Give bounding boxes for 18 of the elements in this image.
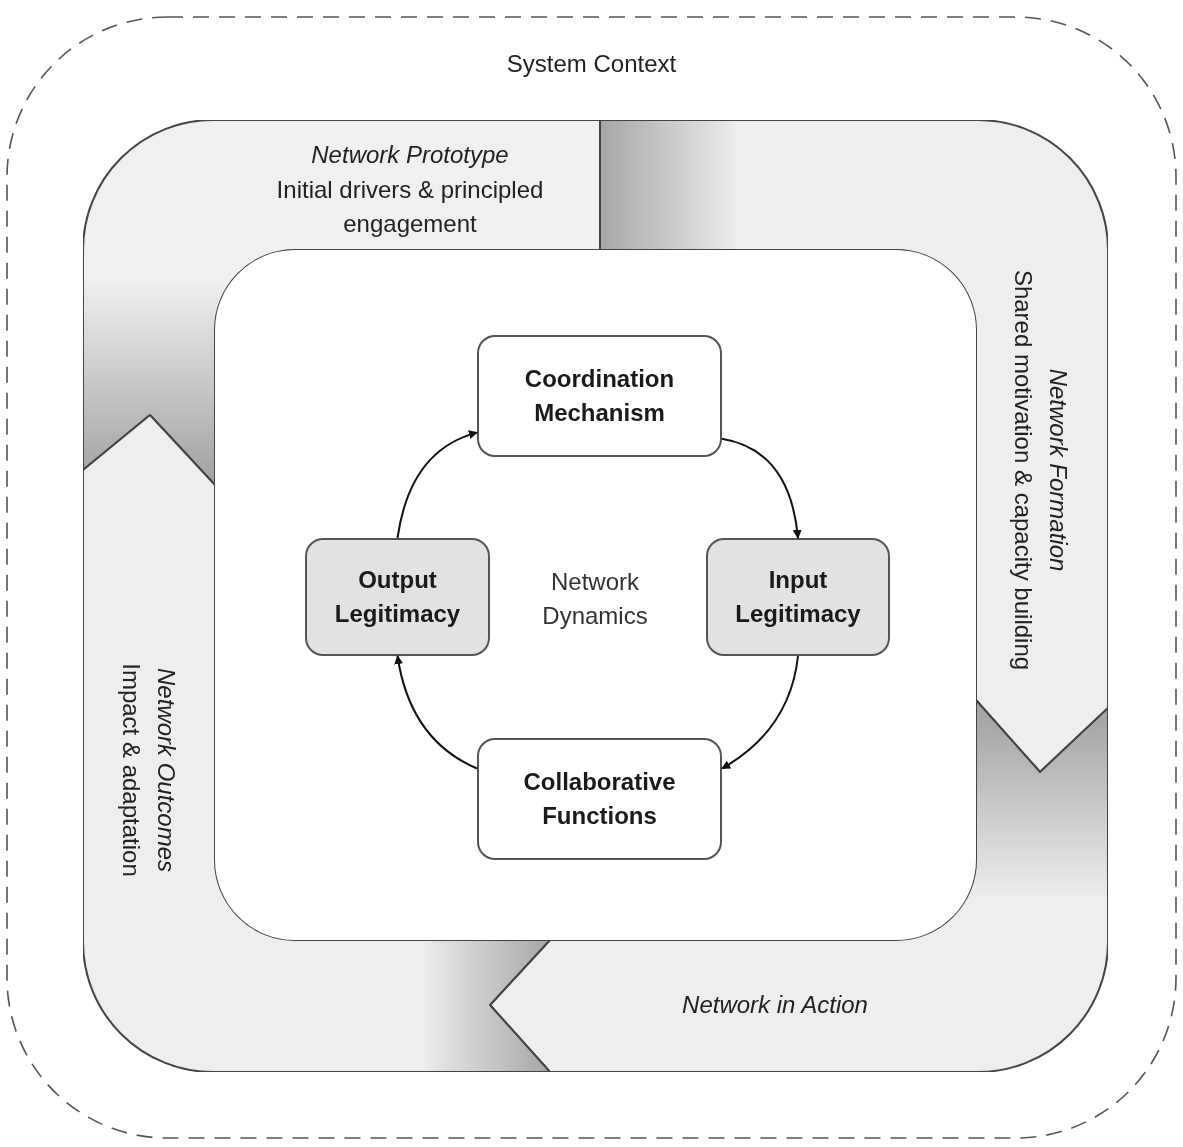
stage-description: Shared motivation & capacity building xyxy=(1009,269,1038,671)
process-box: Input Legitimacy xyxy=(706,538,890,656)
process-box: Output Legitimacy xyxy=(305,538,490,656)
curved-arrow xyxy=(396,430,478,539)
stage-title: Network Prototype xyxy=(311,139,509,170)
stage-title: Network Formation xyxy=(1043,368,1073,572)
process-box: Coordination Mechanism xyxy=(477,335,722,457)
stage-description: Initial drivers & principled engagement xyxy=(275,174,545,240)
context-title: System Context xyxy=(506,49,677,79)
curved-arrow xyxy=(721,437,802,539)
dynamics-panel xyxy=(215,250,976,940)
stage-title: Network Outcomes xyxy=(151,667,181,873)
center-label: Network Dynamics xyxy=(541,567,649,631)
stage-title: Network in Action xyxy=(682,989,868,1020)
curved-arrow xyxy=(721,655,799,770)
process-box: Collaborative Functions xyxy=(477,738,722,860)
curved-arrow xyxy=(394,655,478,770)
stage-description: Impact & adaptation xyxy=(117,663,146,877)
